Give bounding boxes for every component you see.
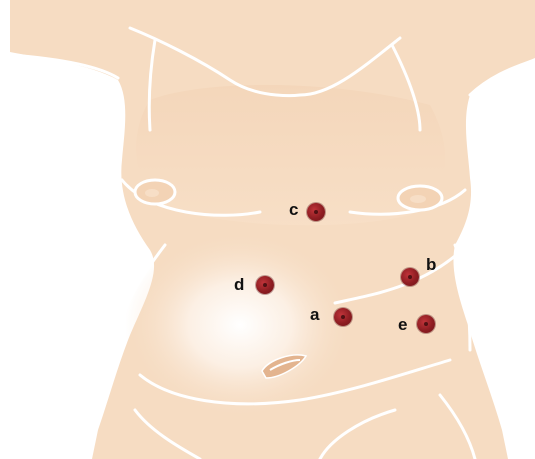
point-marker-d [256,276,274,294]
belly-glow [125,230,355,420]
left-margin [0,0,10,459]
point-marker-b [401,268,419,286]
point-label-e: e [398,316,407,333]
point-marker-a [334,308,352,326]
left-breast [135,180,175,204]
point-label-b: b [426,256,436,273]
point-label-d: d [234,276,244,293]
point-marker-c [307,203,325,221]
point-label-a: a [310,306,319,323]
point-marker-e [417,315,435,333]
right-breast [398,186,442,210]
point-label-c: c [289,201,298,218]
